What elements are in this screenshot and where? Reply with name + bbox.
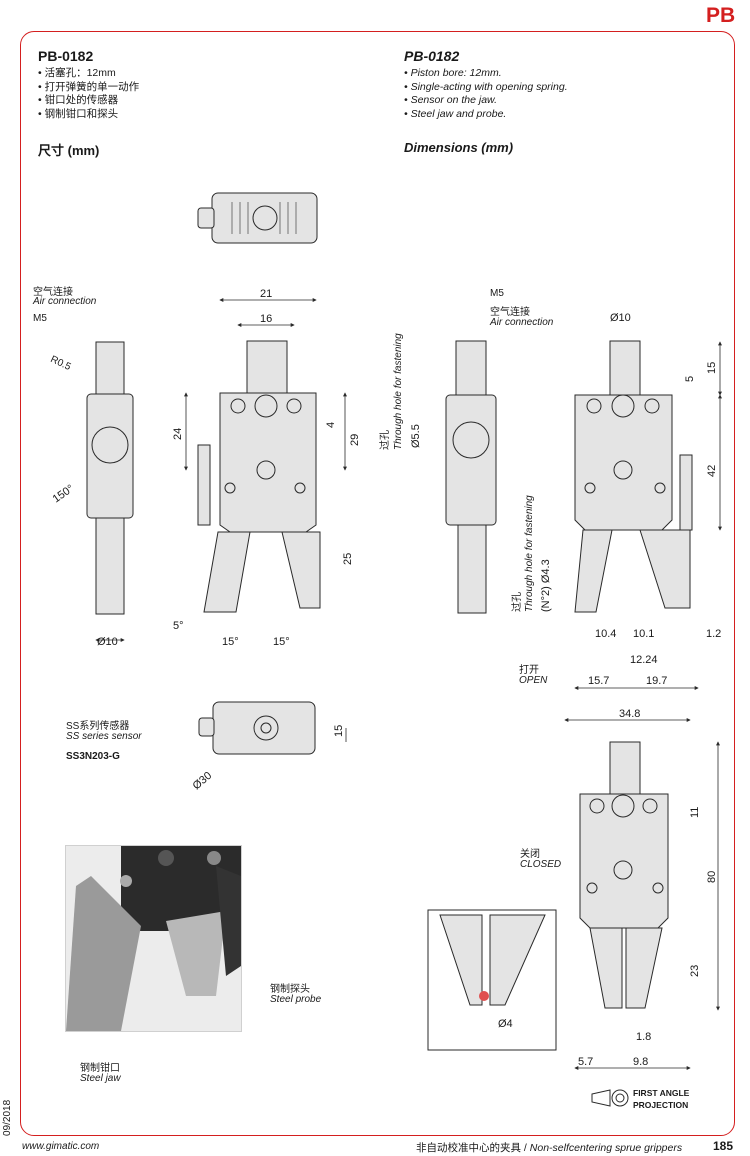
dimensions-heading-en: Dimensions (mm)	[404, 140, 514, 155]
feature-item: 钳口处的传感器	[38, 94, 139, 108]
dim-25: 25	[342, 552, 354, 565]
dim-34-8: 34.8	[619, 708, 641, 720]
top-view-drawing	[197, 192, 318, 244]
dim-d10-left: Ø10	[97, 636, 118, 648]
page-number: 185	[713, 1139, 734, 1153]
model-title-en: PB-0182	[404, 48, 460, 64]
dim-11: 11	[689, 806, 701, 818]
feature-list-cn: 活塞孔：12mm 打开弹簧的单一动作 钳口处的传感器 钢制钳口和探头	[38, 67, 140, 122]
closed-label-cn: 关闭	[520, 849, 540, 860]
feature-list-en: Piston bore: 12mm. Single-acting with op…	[404, 67, 568, 121]
steel-probe-label-cn: 钢制探头	[270, 984, 310, 995]
dim-c21: 21	[260, 288, 273, 300]
through-hole2-label-en: Through hole for fastening	[524, 495, 535, 612]
angle-5-label: 5°	[173, 620, 184, 632]
bottom-view-drawing	[198, 701, 316, 755]
jaw-detail-drawing	[427, 909, 557, 1051]
page-frame	[20, 31, 735, 1136]
feature-item: 打开弹簧的单一动作	[38, 81, 140, 95]
m5-label: M5	[33, 313, 47, 324]
air-connection-label-cn: 空气连接	[33, 287, 73, 298]
air-connection-label-en-right: Air connection	[490, 317, 554, 328]
dim-c15: 15	[333, 724, 345, 737]
dim-1-2: 1.2	[706, 628, 722, 640]
air-connection-label-en: Air connection	[33, 296, 97, 307]
product-photo	[65, 845, 242, 1032]
feature-item: Piston bore: 12mm.	[404, 67, 568, 81]
dim-d55: Ø5.5	[410, 424, 422, 448]
steel-probe-label-en: Steel probe	[270, 994, 322, 1005]
dim-15: 15	[706, 361, 718, 374]
angle-15-left: 15°	[222, 636, 239, 648]
dim-24: 24	[172, 427, 184, 440]
dim-d10-right: Ø10	[610, 312, 631, 324]
dim-10-1: 10.1	[633, 628, 655, 640]
dim-15-7: 15.7	[588, 675, 610, 687]
dim-4: 4	[325, 421, 337, 428]
open-label-en: OPEN	[519, 675, 548, 686]
through-hole-label-cn: 过孔	[380, 430, 391, 450]
feature-item: Steel jaw and probe.	[404, 108, 568, 122]
sensor-label-cn: SS系列传感器	[66, 721, 130, 732]
dim-1-8: 1.8	[636, 1031, 652, 1043]
probe-dot	[479, 991, 489, 1001]
dim-19-7: 19.7	[646, 675, 668, 687]
sensor-label-en: SS series sensor	[66, 731, 142, 742]
dim-29: 29	[349, 433, 361, 446]
front-view-closed-drawing	[579, 741, 669, 1009]
dim-12-24: 12.24	[630, 654, 658, 666]
section-view-drawing	[445, 340, 497, 614]
first-angle-projection-symbol	[591, 1089, 629, 1107]
feature-item: 活塞孔：12mm	[38, 67, 139, 81]
dimensions-heading-cn: 尺寸 (mm)	[38, 143, 100, 158]
dim-d4: Ø4	[498, 1018, 513, 1030]
side-view-left-drawing	[86, 341, 134, 615]
dim-d43: (N°2) Ø4.3	[540, 559, 552, 612]
sensor-code: SS3N203-G	[66, 751, 120, 762]
dim-5: 5	[684, 375, 696, 382]
dim-9-8: 9.8	[633, 1056, 649, 1068]
footer-category: 非自动校准中心的夹具 / Non-selfcentering sprue gri…	[416, 1140, 682, 1155]
steel-jaw-label-cn: 钢制钳口	[80, 1063, 120, 1074]
open-label-cn: 打开	[519, 665, 539, 676]
model-title-cn: PB-0182	[38, 48, 94, 64]
first-angle-label-1: FIRST ANGLE	[633, 1088, 690, 1098]
through-hole2-label-cn: 过孔	[512, 592, 523, 612]
dim-10-4: 10.4	[595, 628, 617, 640]
front-view-open-drawing	[574, 340, 693, 613]
product-photo-illustration	[66, 846, 241, 1031]
section-tab-label: PB	[706, 4, 736, 27]
closed-label-en: CLOSED	[520, 859, 562, 870]
footer-category-cn: 非自动校准中心的夹具 /	[416, 1142, 530, 1154]
angle-15-right: 15°	[273, 636, 290, 648]
footer-date: 09/2018	[2, 1099, 13, 1136]
feature-item: Sensor on the jaw.	[404, 94, 568, 108]
front-view-drawing	[197, 340, 321, 613]
footer-category-en: Non-selfcentering sprue grippers	[529, 1142, 683, 1154]
dim-42: 42	[706, 464, 718, 477]
through-hole-label-en: Through hole for fastening	[393, 333, 404, 450]
first-angle-label-2: PROJECTION	[633, 1100, 689, 1110]
dim-23: 23	[689, 964, 701, 977]
dim-80: 80	[706, 870, 718, 883]
footer-website[interactable]: www.gimatic.com	[22, 1141, 100, 1152]
air-connection-label-cn-right: 空气连接	[490, 307, 530, 318]
section-tab	[687, 1, 750, 31]
feature-item: 钢制钳口和探头	[38, 108, 139, 122]
feature-item: Single-acting with opening spring.	[404, 81, 568, 95]
m5-label-right: M5	[490, 288, 504, 299]
dim-c16: 16	[260, 313, 273, 325]
dim-5-7: 5.7	[578, 1056, 594, 1068]
steel-jaw-label-en: Steel jaw	[80, 1073, 121, 1084]
